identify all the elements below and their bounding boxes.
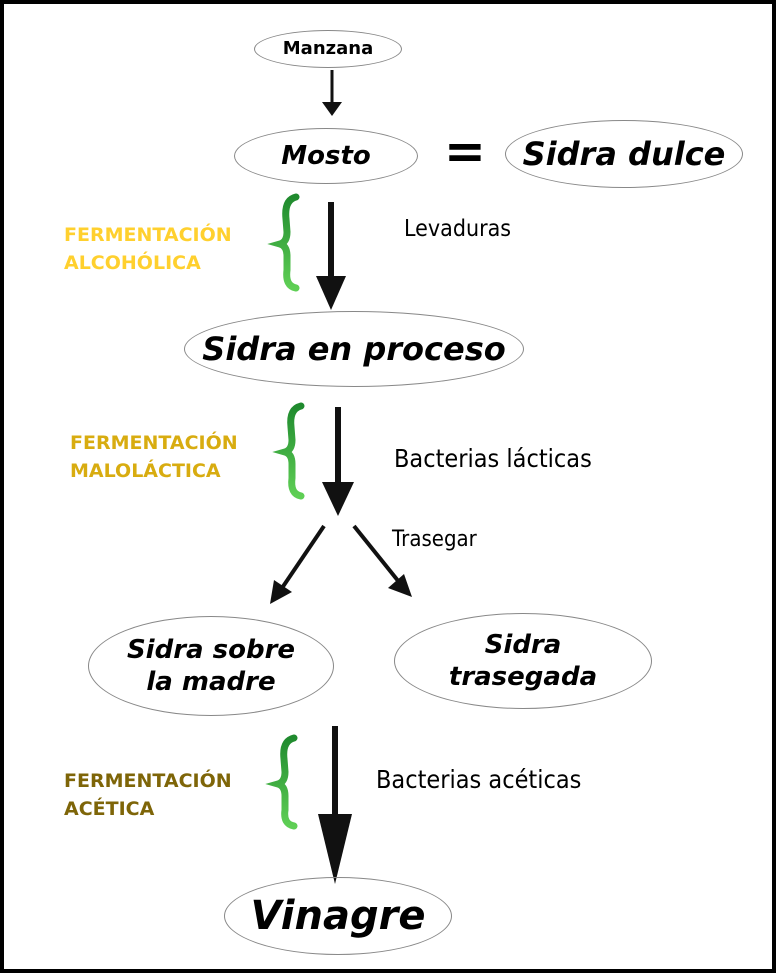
node-mosto: Mosto — [234, 128, 418, 184]
arrow-to-sobre-madre — [270, 524, 326, 604]
stage-line: FERMENTACIÓN — [64, 224, 232, 246]
node-vinagre: Vinagre — [224, 877, 452, 955]
arrow-proceso-split — [322, 407, 354, 516]
equals-sign: = — [444, 122, 486, 180]
stage-line: ALCOHÓLICA — [64, 252, 201, 274]
stage-line: FERMENTACIÓN — [70, 432, 238, 454]
node-sidra-en-proceso: Sidra en proceso — [184, 311, 524, 387]
stage-fermentacion-acetica: FERMENTACIÓN ACÉTICA — [64, 767, 232, 823]
agent-bacterias-aceticas: Bacterias acéticas — [376, 765, 582, 794]
brace-icon — [267, 193, 300, 292]
node-text: Sidra — [484, 629, 562, 660]
arrow-to-trasegada — [352, 524, 412, 597]
stage-line: ACÉTICA — [64, 798, 155, 820]
arrows-layer — [265, 70, 412, 884]
node-sidra-sobre-la-madre: Sidra sobre la madre — [88, 616, 334, 716]
node-sidra-trasegada: Sidra trasegada — [394, 613, 652, 709]
stage-line: MALOLÁCTICA — [70, 460, 221, 482]
stage-fermentacion-alcoholica: FERMENTACIÓN ALCOHÓLICA — [64, 221, 232, 277]
node-manzana: Manzana — [254, 30, 402, 68]
node-text: Sidra sobre — [126, 634, 296, 665]
arrow-to-vinagre — [318, 726, 352, 884]
node-text: trasegada — [448, 662, 598, 692]
arrow-mosto-proceso — [316, 202, 346, 310]
arrow-manzana-mosto — [322, 70, 342, 116]
agent-levaduras: Levaduras — [404, 216, 512, 242]
brace-icon — [272, 402, 305, 500]
brace-icon — [265, 734, 298, 830]
stage-fermentacion-malolactica: FERMENTACIÓN MALOLÁCTICA — [70, 429, 238, 485]
agent-bacterias-lacticas: Bacterias lácticas — [394, 444, 592, 473]
node-text: la madre — [146, 667, 276, 697]
stage-line: FERMENTACIÓN — [64, 770, 232, 792]
node-sidra-dulce: Sidra dulce — [505, 120, 743, 188]
agent-trasegar: Trasegar — [392, 527, 477, 552]
